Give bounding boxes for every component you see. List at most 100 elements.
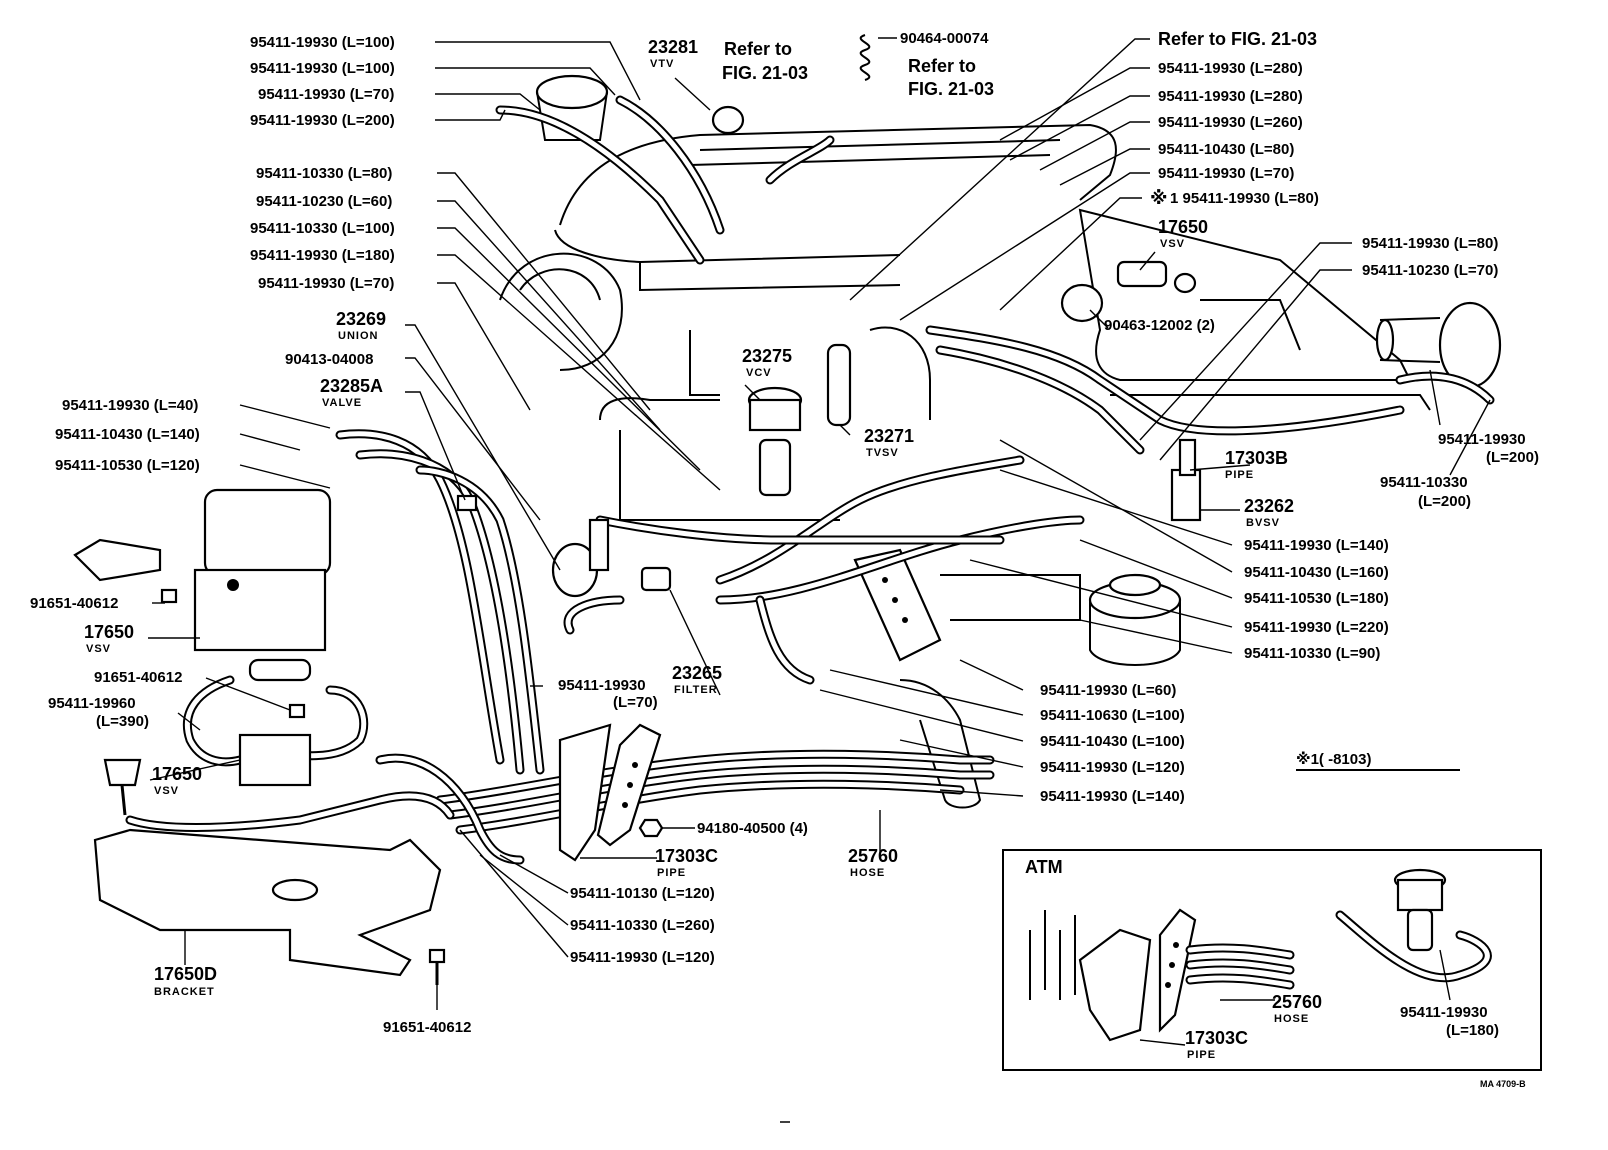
part-label: 95411-19930 (L=100) xyxy=(250,60,395,77)
nut-number: 94180-40500 (4) xyxy=(697,820,808,837)
part-label: 95411-10230 (L=60) xyxy=(256,193,392,210)
part-label: 95411-19930 xyxy=(1438,431,1526,448)
vcv-number: 23275 xyxy=(742,346,792,366)
part-label: 95411-10430 (L=80) xyxy=(1158,141,1294,158)
bvsv-part xyxy=(1170,468,1202,522)
vsv-low-number: 17650 xyxy=(152,764,202,784)
tvsv-part xyxy=(826,343,852,427)
part-label: 95411-19930 (L=120) xyxy=(570,949,715,966)
union-name: UNION xyxy=(338,330,378,342)
part-label: 95411-10330 (L=80) xyxy=(256,165,392,182)
vcv-name: VCV xyxy=(746,367,772,379)
part-label: 95411-19930 (L=80) xyxy=(1362,235,1498,252)
fig-ref-text: FIG. 21-03 xyxy=(908,79,994,99)
fig-ref-text: FIG. 21-03 xyxy=(722,63,808,83)
atm-pipe-name: PIPE xyxy=(1187,1049,1216,1061)
pipe-b-number: 17303B xyxy=(1225,448,1288,468)
part-label: 95411-10530 (L=120) xyxy=(55,457,200,474)
atm-hose-name: HOSE xyxy=(1274,1013,1309,1025)
washer-number: 90413-04008 xyxy=(285,351,373,368)
part-label: 95411-10630 (L=100) xyxy=(1040,707,1185,724)
atm-pipe-number: 17303C xyxy=(1185,1028,1248,1048)
leader-lines xyxy=(148,37,1491,1010)
atm-hose-part: 95411-19930 xyxy=(1400,1004,1488,1021)
part-label: (L=390) xyxy=(96,713,149,730)
bottom-labels: 94180-40500 (4) 17303C PIPE 25760 HOSE 9… xyxy=(570,820,898,966)
part-label: 95411-19930 (L=100) xyxy=(250,34,395,51)
vsv-left-name: VSV xyxy=(86,643,111,655)
hose-number: 25760 xyxy=(848,846,898,866)
part-label: 95411-19930 (L=280) xyxy=(1158,60,1303,77)
star-mark: ※ xyxy=(1150,188,1168,208)
part-label: 95411-19930 (L=220) xyxy=(1244,619,1389,636)
vsv-left-part xyxy=(203,488,332,577)
tvsv-number: 23271 xyxy=(864,426,914,446)
bvsv-number: 23262 xyxy=(1244,496,1294,516)
top-refs: 23281 VTV Refer to FIG. 21-03 90464-0007… xyxy=(648,29,1317,99)
note-text: ※1( -8103) xyxy=(1296,750,1371,768)
tvsv-name: TVSV xyxy=(866,447,899,459)
filter-part xyxy=(640,566,672,592)
part-label: 95411-10430 (L=160) xyxy=(1244,564,1389,581)
part-label: 95411-19930 (L=200) xyxy=(250,112,395,129)
vtv-part xyxy=(711,105,745,135)
bracket-name: BRACKET xyxy=(154,986,215,998)
lower-mid-labels: 95411-19930 (L=60) 95411-10630 (L=100) 9… xyxy=(1040,682,1460,805)
part-label: 95411-10230 (L=70) xyxy=(1362,262,1498,279)
right-top-labels: 95411-19930 (L=280) 95411-19930 (L=280) … xyxy=(1104,60,1498,334)
right-side-labels: 17303B PIPE 23262 BVSV 95411-19930 (L=20… xyxy=(1225,431,1539,662)
hose-name: HOSE xyxy=(850,867,885,879)
vacuum-hoses xyxy=(125,95,1495,865)
part-label: (L=200) xyxy=(1418,493,1471,510)
footer-code: MA 4709-B xyxy=(1480,1079,1526,1089)
part-label: 95411-19930 (L=120) xyxy=(1040,759,1185,776)
vsv-top-name: VSV xyxy=(1160,238,1185,250)
bolt-number: 91651-40612 xyxy=(94,669,182,686)
vsv-top-number: 17650 xyxy=(1158,217,1208,237)
union-part xyxy=(456,494,478,512)
vsv-low-name: VSV xyxy=(154,785,179,797)
pipe-c-number: 17303C xyxy=(655,846,718,866)
bvsv-name: BVSV xyxy=(1246,517,1280,529)
union-number: 23269 xyxy=(336,309,386,329)
part-label: 95411-19930 (L=70) xyxy=(258,275,394,292)
part-label: 95411-19930 (L=280) xyxy=(1158,88,1303,105)
bracket-part xyxy=(93,828,442,977)
sensor-part xyxy=(103,758,142,787)
left-part-labels: 91651-40612 17650 VSV 91651-40612 95411-… xyxy=(30,595,471,1036)
pipe-c-name: PIPE xyxy=(657,867,686,879)
bolt-icon xyxy=(160,588,446,985)
engine-drawing xyxy=(499,74,1502,809)
part-label: 95411-10530 (L=180) xyxy=(1244,590,1389,607)
atm-hose-number: 25760 xyxy=(1272,992,1322,1012)
pipe-b-name: PIPE xyxy=(1225,469,1254,481)
part-label: 95411-10330 (L=260) xyxy=(570,917,715,934)
part-label: 95411-19960 xyxy=(48,695,136,712)
refer-to-text: Refer to xyxy=(724,39,792,59)
atm-hose-part-length: (L=180) xyxy=(1446,1022,1499,1039)
atm-title: ATM xyxy=(1025,857,1063,877)
vtv-number: 23281 xyxy=(648,37,698,57)
part-label: 95411-19930 (L=60) xyxy=(1040,682,1176,699)
part-label: 95411-19930 (L=70) xyxy=(258,86,394,103)
pipe-c-part xyxy=(558,723,612,862)
filter-name: FILTER xyxy=(674,684,718,696)
part-label: 95411-19930 (L=180) xyxy=(250,247,395,264)
vsv-left-number: 17650 xyxy=(84,622,134,642)
center-labels: 23269 UNION 90413-04008 23285A VALVE 232… xyxy=(285,309,914,711)
filter-number: 23265 xyxy=(672,663,722,683)
part-label: 95411-10330 (L=100) xyxy=(250,220,395,237)
left-hose-labels: 95411-19930 (L=100) 95411-19930 (L=100) … xyxy=(55,34,395,474)
bolt-number: 91651-40612 xyxy=(383,1019,471,1036)
fig-ref-right: Refer to FIG. 21-03 xyxy=(1158,29,1317,49)
clamp-number: 90463-12002 (2) xyxy=(1104,317,1215,334)
vtv-name: VTV xyxy=(650,58,674,70)
spring-icon xyxy=(859,34,871,81)
part-label: 95411-10130 (L=120) xyxy=(570,885,715,902)
part-label: (L=200) xyxy=(1486,449,1539,466)
part-label: 95411-10430 (L=100) xyxy=(1040,733,1185,750)
part-label: (L=70) xyxy=(613,694,658,711)
part-label: 95411-10430 (L=140) xyxy=(55,426,200,443)
